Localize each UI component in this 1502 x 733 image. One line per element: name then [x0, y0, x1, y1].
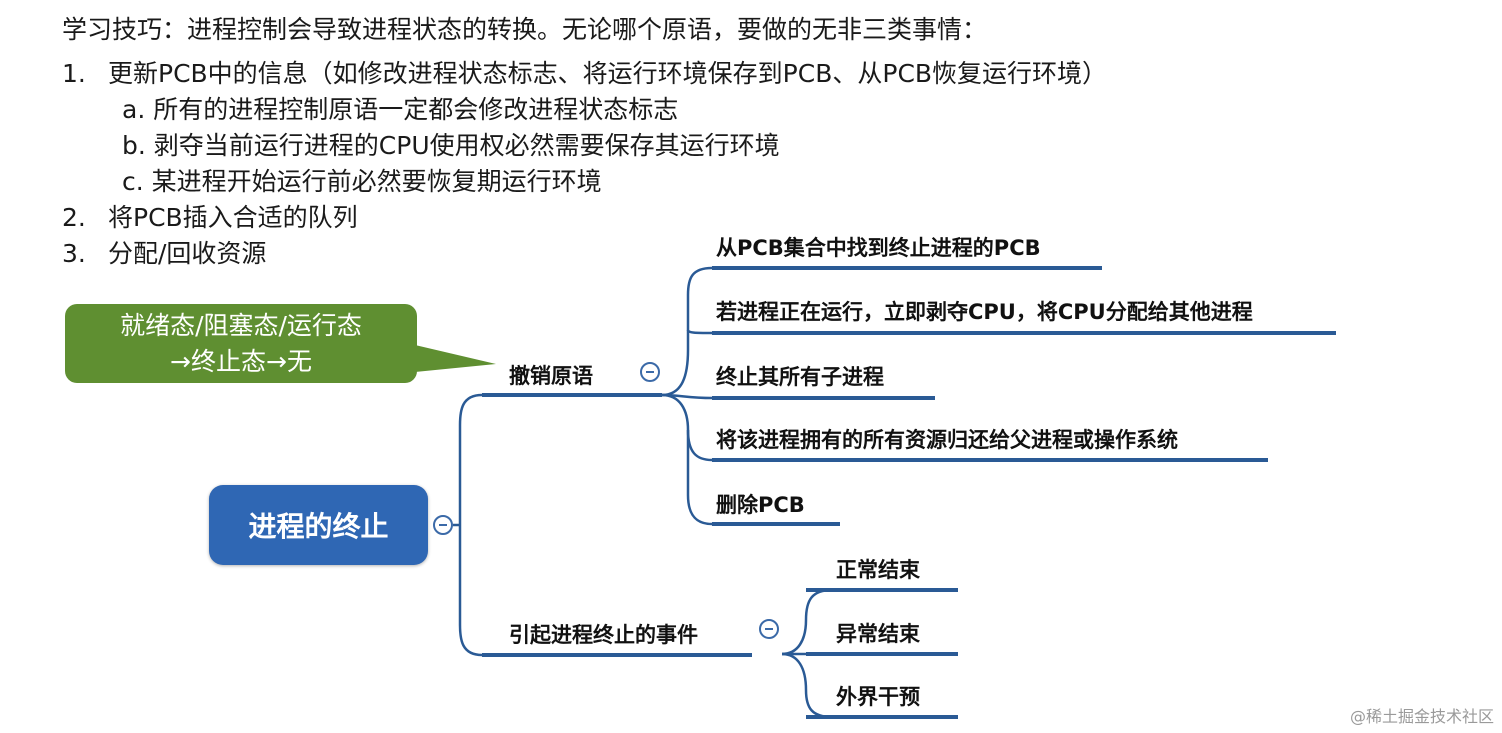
item-number: 1. — [62, 59, 86, 88]
item-text: 将PCB插入合适的队列 — [108, 203, 358, 232]
child-node[interactable]: 若进程正在运行，立即剥夺CPU，将CPU分配给其他进程 — [716, 300, 1253, 324]
item-text: 更新PCB中的信息（如修改进程状态标志、将运行环境保存到PCB、从PCB恢复运行… — [108, 59, 1108, 88]
item-text: 剥夺当前运行进程的CPU使用权必然需要保存其运行环境 — [153, 131, 780, 160]
child-node[interactable]: 删除PCB — [716, 493, 805, 517]
child-node[interactable]: 正常结束 — [836, 558, 920, 582]
item-number: c. — [122, 167, 144, 196]
notes-intro: 学习技巧：进程控制会导致进程状态的转换。无论哪个原语，要做的无非三类事情： — [62, 15, 988, 44]
branch2-curve-up — [781, 588, 833, 656]
callout-box: 就绪态/阻塞态/运行态 →终止态→无 — [65, 304, 417, 383]
item-number: a. — [122, 95, 146, 124]
callout-line2: →终止态→无 — [170, 347, 312, 376]
child-node[interactable]: 异常结束 — [836, 622, 920, 646]
child-node[interactable]: 终止其所有子进程 — [716, 365, 884, 389]
collapse-icon[interactable] — [759, 619, 779, 639]
notes-item-1c: c. 某进程开始运行前必然要恢复期运行环境 — [122, 164, 602, 200]
notes-item-1a: a. 所有的进程控制原语一定都会修改进程状态标志 — [122, 92, 678, 128]
watermark: @稀土掘金技术社区 — [1349, 707, 1494, 726]
branch1-curve-c5 — [686, 430, 713, 526]
callout-line1: 就绪态/阻塞态/运行态 — [120, 311, 362, 340]
child-node[interactable]: 从PCB集合中找到终止进程的PCB — [716, 236, 1041, 260]
child-node[interactable]: 外界干预 — [836, 685, 920, 709]
notes-item-1b: b. 剥夺当前运行进程的CPU使用权必然需要保存其运行环境 — [122, 128, 780, 164]
branch-revoke-primitive[interactable]: 撤销原语 — [509, 364, 593, 388]
root-node[interactable]: 进程的终止 — [209, 485, 428, 565]
branch1-curve-up — [661, 266, 713, 397]
child-node[interactable]: 将该进程拥有的所有资源归还给父进程或操作系统 — [716, 428, 1178, 452]
item-number: 3. — [62, 239, 86, 268]
item-text: 所有的进程控制原语一定都会修改进程状态标志 — [153, 95, 679, 124]
collapse-icon[interactable] — [433, 515, 453, 535]
item-text: 某进程开始运行前必然要恢复期运行环境 — [151, 167, 602, 196]
item-text: 分配/回收资源 — [108, 239, 267, 268]
item-number: b. — [122, 131, 146, 160]
branch2-curve-down — [781, 652, 833, 719]
collapse-icon[interactable] — [640, 362, 660, 382]
branch-termination-events[interactable]: 引起进程终止的事件 — [509, 623, 698, 647]
branch1-curve-c2 — [686, 329, 713, 335]
item-number: 2. — [62, 203, 86, 232]
root-branch-curve — [458, 393, 483, 657]
